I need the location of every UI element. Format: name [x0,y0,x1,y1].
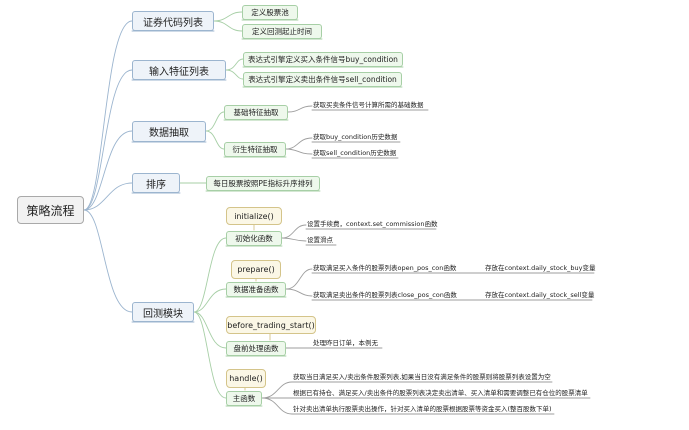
branch-securities[interactable]: 证券代码列表 [132,11,214,31]
node-sell-condition[interactable]: 表达式引擎定义卖出条件信号sell_condition [243,72,402,87]
func-initialize[interactable]: initialize() [226,207,282,225]
note-open-pos: 获取满足买入条件的股票列表open_pos_con函数 [313,264,457,272]
branch-extract[interactable]: 数据抽取 [132,121,206,142]
branch-backtest[interactable]: 回测模块 [132,302,194,322]
func-before-trading-start[interactable]: before_trading_start() [226,316,316,334]
note-base-data: 获取买卖条件信号计算所需的基础数据 [313,101,424,109]
note-buy-history: 获取buy_condition历史数据 [313,133,398,141]
root-node[interactable]: 策略流程 [17,196,84,224]
link-root-features [83,69,133,211]
note-daily-buy: 存放在context.daily_stock_buy变量 [485,264,596,272]
node-backtest-period[interactable]: 定义回测起止时间 [242,24,322,39]
node-pe-sort[interactable]: 每日股票按照PE指标升序排列 [206,176,320,191]
node-main-function[interactable]: 主函数 [226,391,262,406]
link-root-securities [83,20,133,211]
note-handle-2: 根据已有持仓、满足买入/卖出条件的股票列表决定卖出清单、买入清单和需要调整已有仓… [293,389,588,397]
branch-features[interactable]: 输入特征列表 [132,60,226,80]
node-pre-market-function[interactable]: 盘前处理函数 [226,341,286,356]
node-stock-pool[interactable]: 定义股票池 [242,5,298,20]
note-yesterday-orders: 处理昨日订单，本例无 [313,339,378,347]
node-prepare-function[interactable]: 数据准备函数 [226,282,286,297]
note-commission: 设置手续费，context.set_commission函数 [307,220,438,228]
node-base-features[interactable]: 基础特征抽取 [224,105,288,120]
note-daily-sell: 存放在context.daily_stock_sell变量 [485,291,595,299]
note-sell-history: 获取sell_condition历史数据 [313,149,397,157]
note-handle-1: 获取当日满足买入/卖出条件股票列表,如果当日没有满足条件的股票则将股票列表设置为… [293,373,551,381]
node-buy-condition[interactable]: 表达式引擎定义买入条件信号buy_condition [243,52,403,67]
link-root-backtest [83,209,133,313]
note-slippage: 设置滑点 [307,236,333,244]
link-root-sort [83,182,133,211]
note-close-pos: 获取满足卖出条件的股票列表close_pos_con函数 [313,291,457,299]
node-derived-features[interactable]: 衍生特征抽取 [224,142,286,157]
node-init-function[interactable]: 初始化函数 [226,231,282,246]
note-handle-3: 针对卖出清单执行股票卖出操作，针对买入清单的股票根据股票等资金买入(整百股数下单… [293,405,552,413]
link-root-extract [83,130,133,211]
func-handle[interactable]: handle() [226,369,266,388]
branch-sort[interactable]: 排序 [132,173,180,193]
func-prepare[interactable]: prepare() [231,260,281,279]
